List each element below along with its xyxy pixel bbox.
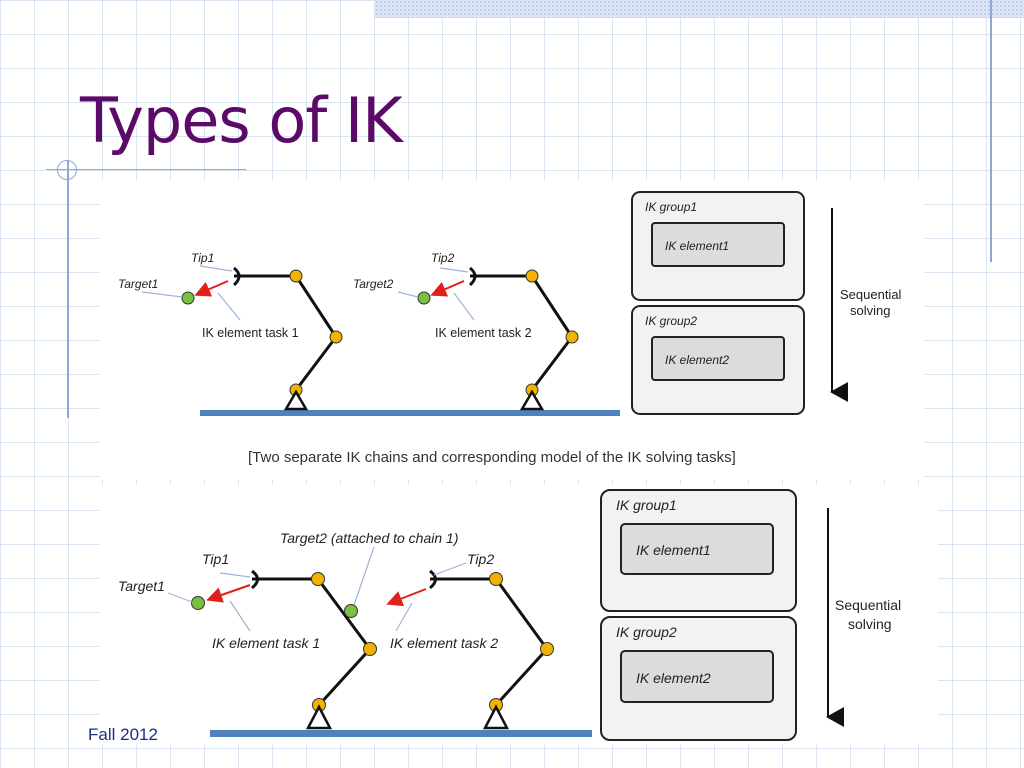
title-underline [46,169,246,170]
group2-label: IK group2 [616,624,677,640]
joint [289,269,303,283]
ik-chain-1: Target1 Tip1 IK element task 1 Target2 (… [118,530,459,730]
group1-label: IK group1 [616,497,677,513]
element1-label: IK element1 [665,239,729,253]
base-triangle [482,704,510,730]
red-arrow [430,280,465,297]
ik-group-2: IK group2 IK element2 [631,305,805,415]
target1-label: Target1 [118,277,158,291]
target-2 [417,291,431,305]
ground-bar [200,410,620,416]
base-triangle [305,704,333,730]
joint [565,330,579,344]
task1-label: IK element task 1 [212,635,320,651]
figure-attached-target: Target1 Tip1 IK element task 1 Target2 (… [100,485,938,745]
joint [525,269,539,283]
base-triangle [283,389,309,411]
target2-attached-label: Target2 (attached to chain 1) [280,530,459,546]
joint [311,572,325,586]
task2-label: IK element task 2 [390,635,498,651]
group1-label: IK group1 [645,200,697,214]
ik-group-2: IK group2 IK element2 [600,616,797,741]
slide-title: Types of IK [80,84,403,157]
target-1 [191,596,205,610]
tip1-label: Tip1 [202,551,229,567]
joint [540,642,554,656]
target-2-attached [344,604,358,618]
ik-chain-1: Target1 Tip1 IK element task 1 [118,251,343,411]
ik-chain-2: Target2 Tip2 IK element task 2 [353,251,579,411]
joint [489,572,503,586]
left-decorative-line [67,160,69,418]
tip2-label: Tip2 [467,551,494,567]
sequential-label: Sequential [835,597,901,613]
task1-label: IK element task 1 [202,326,299,340]
tip2-label: Tip2 [431,251,455,265]
figure-separate-chains-svg: Target1 Tip1 IK element task 1 Target2 T… [118,191,902,416]
figure-caption: [Two separate IK chains and correspondin… [248,449,736,466]
red-arrow [194,280,229,297]
base-triangle [519,389,545,411]
target2-label: Target2 [353,277,394,291]
group2-label: IK group2 [645,314,697,328]
target-1 [181,291,195,305]
element2-label: IK element2 [636,670,711,686]
element1-label: IK element1 [636,542,711,558]
red-arrow [386,588,427,607]
top-decorative-band [375,0,1024,18]
ik-chain-2: Tip2 IK element task 2 [386,551,554,730]
joint [363,642,377,656]
footer-date: Fall 2012 [88,725,158,744]
solving-label: solving [850,303,890,318]
red-arrow [206,584,251,603]
task2-label: IK element task 2 [435,326,532,340]
element2-label: IK element2 [665,353,729,367]
joint [329,330,343,344]
decorative-ring-icon [57,160,77,180]
sequential-label: Sequential [840,287,902,302]
right-decorative-line [990,0,992,262]
tip1-label: Tip1 [191,251,214,265]
ground-bar [210,730,592,737]
solving-label: solving [848,616,892,632]
figure-separate-chains: Target1 Tip1 IK element task 1 Target2 T… [100,180,924,480]
ik-group-1: IK group1 IK element1 [631,191,805,301]
target1-label: Target1 [118,578,165,594]
ik-group-1: IK group1 IK element1 [600,489,797,612]
figure-attached-target-svg: Target1 Tip1 IK element task 1 Target2 (… [118,489,901,741]
